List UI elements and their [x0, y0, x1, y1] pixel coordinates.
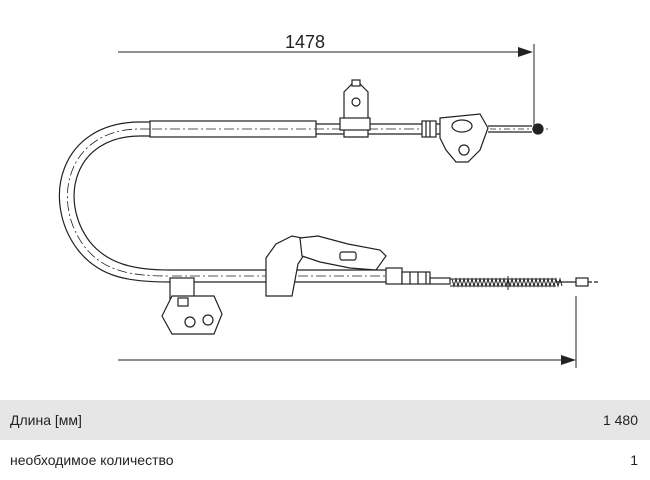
spec-value-length: 1 480	[602, 412, 638, 428]
upper-end-fitting	[421, 113, 548, 163]
lower-end-fitting	[385, 267, 451, 285]
spec-row-quantity: необходимое количество 1	[0, 440, 650, 480]
upper-clip-bracket	[339, 79, 371, 138]
spec-label-length: Длина [мм]	[10, 412, 82, 428]
spec-row-length: Длина [мм] 1 480	[0, 400, 650, 440]
lower-middle-bracket	[265, 235, 387, 297]
lower-terminal	[556, 277, 600, 287]
cable-centerline	[67, 128, 171, 277]
dimension-label: 1478	[285, 32, 325, 52]
cable-technical-drawing: 1478	[58, 32, 600, 368]
spec-value-quantity: 1	[630, 452, 638, 468]
upper-sheath	[149, 120, 440, 138]
return-spring	[450, 276, 563, 290]
top-dimension	[118, 44, 535, 128]
lower-left-clip	[161, 277, 223, 335]
bottom-dimension	[118, 296, 577, 368]
cable-sheath	[58, 121, 171, 283]
spec-label-quantity: необходимое количество	[10, 452, 174, 468]
